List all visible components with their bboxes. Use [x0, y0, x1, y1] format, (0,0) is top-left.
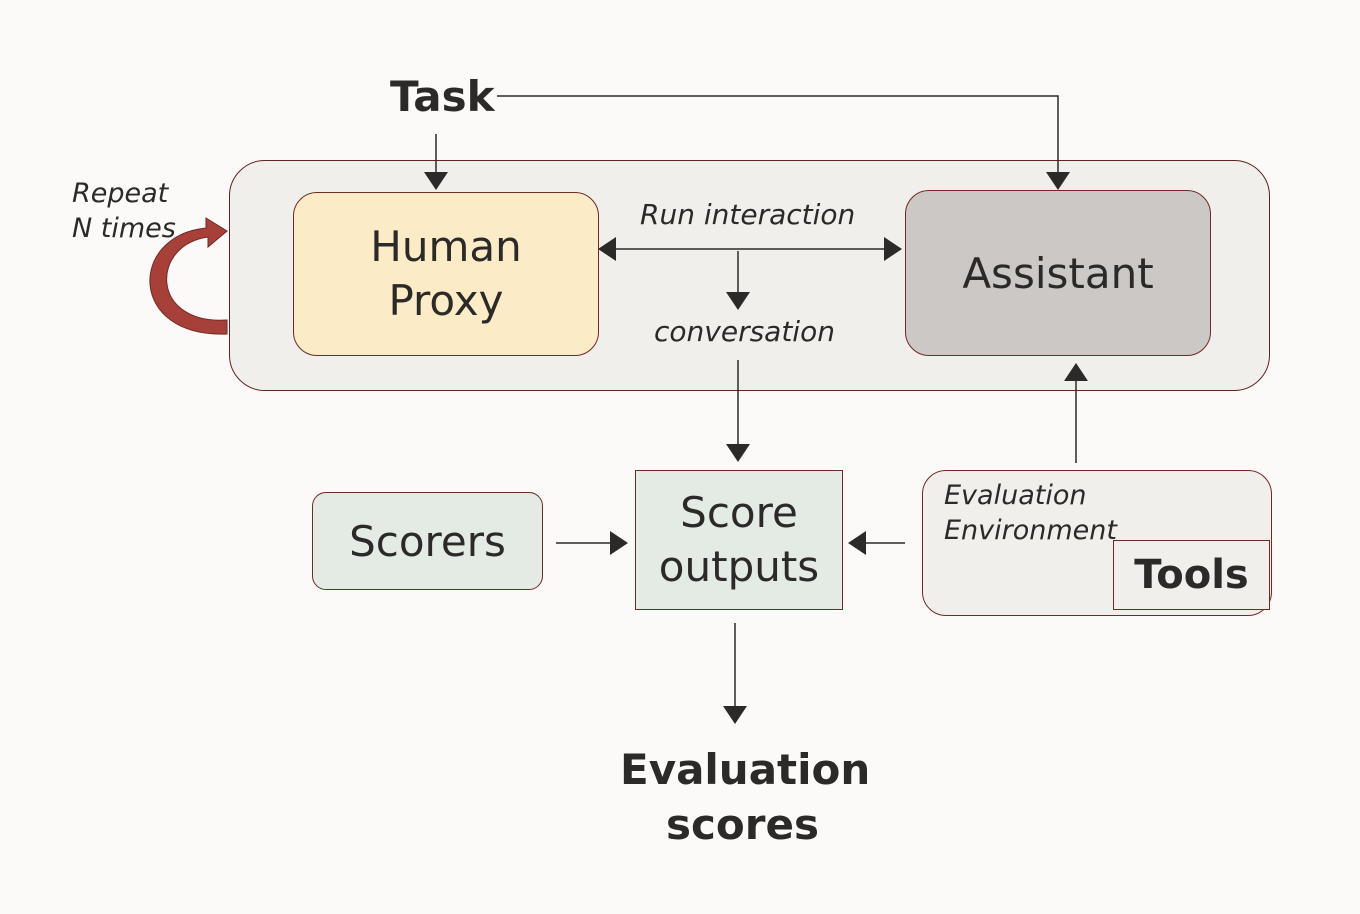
human-proxy-box: Human Proxy — [293, 192, 599, 356]
arrowhead-environment-to-score-outputs — [848, 531, 866, 555]
arrowhead-conversation-to-score-outputs — [726, 444, 750, 462]
conversation-label: conversation — [654, 315, 835, 348]
repeat-label-line2: N times — [72, 213, 176, 244]
scorers-label: Scorers — [349, 516, 506, 566]
evaluation-scores-label-line2: scores — [666, 800, 819, 849]
score-outputs-label-line1: Score — [680, 488, 798, 537]
arrowhead-run-interaction-left — [598, 237, 616, 261]
arrowhead-task-to-human-proxy — [424, 172, 448, 190]
tools-label: Tools — [1134, 552, 1249, 598]
arrow-task-to-assistant — [497, 95, 1059, 172]
scorers-box: Scorers — [312, 492, 543, 590]
human-proxy-label-line1: Human — [370, 222, 522, 271]
assistant-box: Assistant — [905, 190, 1211, 356]
score-outputs-label-line2: outputs — [658, 542, 820, 591]
task-label: Task — [390, 72, 495, 121]
arrowhead-score-outputs-to-evaluation-scores — [723, 706, 747, 724]
arrowhead-run-interaction-right — [884, 237, 902, 261]
score-outputs-box: Score outputs — [635, 470, 843, 610]
tools-box: Tools — [1113, 540, 1270, 610]
repeat-label-line1: Repeat — [72, 178, 169, 209]
evaluation-environment-label-line2: Environment — [944, 515, 1117, 546]
repeat-loop-arrow — [149, 217, 228, 335]
arrowhead-task-to-assistant — [1046, 172, 1070, 190]
human-proxy-label-line2: Proxy — [388, 276, 504, 325]
arrowhead-scorers-to-score-outputs — [610, 531, 628, 555]
arrowhead-environment-to-assistant — [1064, 363, 1088, 381]
assistant-label: Assistant — [962, 248, 1154, 298]
evaluation-scores-label-line1: Evaluation — [620, 745, 871, 794]
arrowhead-to-conversation — [726, 292, 750, 310]
evaluation-environment-label-line1: Evaluation — [944, 480, 1087, 511]
run-interaction-label: Run interaction — [640, 198, 856, 231]
